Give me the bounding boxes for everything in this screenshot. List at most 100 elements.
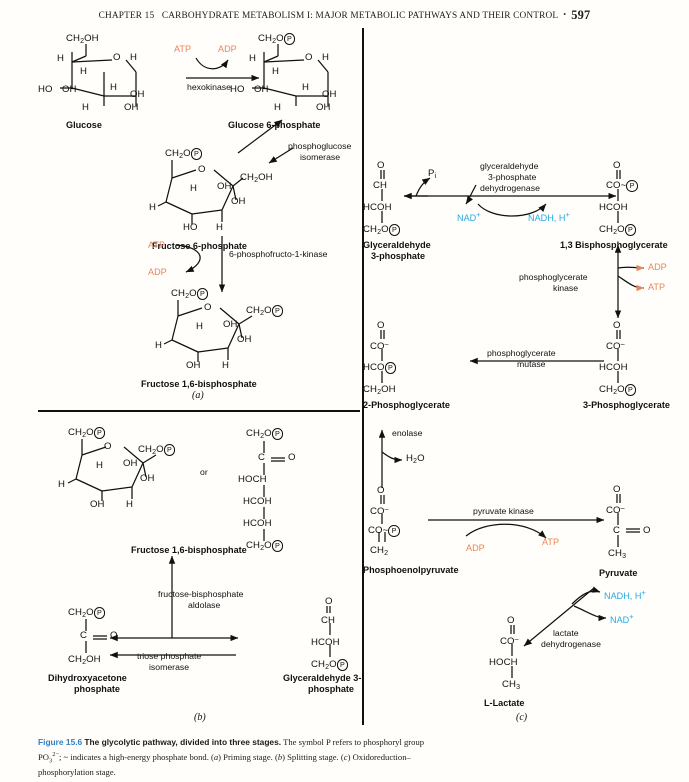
panel-vertical-divider	[362, 28, 364, 725]
lactate-co: CO–	[500, 635, 519, 647]
caption-text-2: ; ~ indicates a high-energy phosphate bo…	[59, 751, 214, 762]
fbp-open-c2-o: O	[288, 452, 296, 463]
panel-c-label: (c)	[516, 712, 528, 723]
aldolase-line1: fructose-bisphosphate	[158, 589, 244, 599]
running-head-title: CARBOHYDRATE METABOLISM I: MAJOR METABOL…	[161, 11, 559, 21]
fbp-a-oh-bottom: OH	[186, 360, 201, 371]
dhap-c2-o: O	[110, 630, 118, 641]
g3p-c-ch: CH	[373, 180, 388, 191]
adp-pfk: ADP	[148, 267, 167, 277]
fructose-1-6-bisphosphate-label-b: Fructose 1,6-bisphosphate	[131, 545, 247, 555]
fbp-open-c4: HCOH	[243, 496, 272, 507]
fbp-b-h-inner-left: H	[96, 460, 104, 471]
g3p-c-label-line2: 3-phosphate	[371, 251, 426, 261]
fbp-b-h-left: H	[58, 479, 66, 490]
fructose-6-phosphate-label: Fructose 6-phosphate	[152, 241, 247, 251]
atp-pk: ATP	[542, 537, 560, 547]
running-head-bullet: •	[563, 10, 567, 19]
glucose-h-bottom: H	[82, 102, 90, 113]
pg3-o: O	[613, 320, 621, 331]
f6p-h-bottom: H	[216, 222, 224, 233]
lactate-ch3: CH3	[502, 679, 521, 691]
gapdh-line3: dehydrogenase	[480, 183, 540, 193]
f6p-oh-right: OH	[231, 196, 246, 207]
glucose-c6: CH2OH	[66, 33, 99, 45]
fbp-a-oh-right: OH	[237, 334, 252, 345]
glucose-oh-inner-left: OH	[62, 84, 77, 95]
g6p-h-topright: H	[322, 52, 330, 63]
caption-text-4: ) Splitting stage.	[282, 751, 339, 762]
fbp-a-h-inner-left: H	[196, 321, 204, 332]
pyruvate-o: O	[613, 484, 621, 495]
pep-label: Phosphoenolpyruvate	[363, 565, 459, 575]
g3p-b-label-line1: Glyceraldehyde 3-	[283, 673, 362, 683]
panel-a-label: (a)	[192, 390, 204, 401]
adp-hexokinase: ADP	[218, 44, 237, 54]
lactate-label: L-Lactate	[484, 698, 525, 708]
aldolase-line2: aldolase	[188, 600, 221, 610]
pep-co-p: CO~P	[368, 525, 400, 537]
g6p-oh-bottom: OH	[316, 102, 331, 113]
dhap-label-line1: Dihydroxyacetone	[48, 673, 127, 683]
fbp-open-c3: HOCH	[238, 474, 267, 485]
bpg-o: O	[613, 160, 621, 171]
g6p-h-bottom: H	[274, 102, 282, 113]
g3p-c-c2: HCOH	[363, 202, 392, 213]
g3p-b-ch: CH	[321, 615, 336, 626]
pep-o: O	[377, 485, 385, 496]
adp-pk: ADP	[466, 543, 485, 553]
fbp-b-ring-o: O	[104, 441, 112, 452]
g6p-ring-o: O	[305, 52, 313, 63]
g3p-c-label-line1: Glyceraldehyde	[363, 240, 431, 250]
caption-sup-1: 2−	[52, 750, 60, 758]
pgk-line2: kinase	[553, 283, 579, 293]
glucose-6-phosphate-label: Glucose 6-phosphate	[228, 120, 321, 130]
ldh-line2: dehydrogenase	[541, 639, 601, 649]
enolase-label: enolase	[392, 428, 423, 438]
g6p-ho-left: HO	[230, 84, 245, 95]
phosphoglucose-isomerase-line1: phosphoglucose	[288, 141, 352, 151]
fbp-a-ring-o: O	[204, 302, 212, 313]
caption-sub-1: 3	[49, 757, 53, 765]
figure-caption: Figure 15.6 The glycolytic pathway, divi…	[38, 737, 438, 778]
atp-pfk: ATP	[148, 240, 166, 250]
gapdh-line1: glyceraldehyde	[480, 161, 539, 171]
bpg-co-p: CO~P	[606, 180, 638, 192]
pyruvate-label: Pyruvate	[599, 568, 638, 578]
running-head-chapter: CHAPTER 15	[98, 11, 155, 21]
glucose-label: Glucose	[66, 120, 102, 130]
caption-panel-b: b	[277, 751, 283, 762]
nadh-gapdh: NADH, H+	[528, 210, 570, 224]
pgm-line2: mutase	[517, 359, 546, 369]
phosphoglucose-isomerase-line2: isomerase	[300, 152, 341, 162]
lactate-o: O	[507, 615, 515, 626]
pg2-label: 2-Phosphoglycerate	[363, 400, 450, 410]
phosphofructokinase-label: 6-phosphofructo-1-kinase	[229, 249, 328, 259]
f6p-h-left: H	[149, 202, 157, 213]
caption-text-6: ) Oxidoreduction–phosphorylation stage.	[38, 751, 411, 777]
g6p-oh-right: OH	[322, 89, 337, 100]
glucose-ho-left: HO	[38, 84, 53, 95]
fbp-a-oh-inner: OH	[223, 319, 238, 330]
g6p-oh-inner-left: OH	[254, 84, 269, 95]
pg3-c2: HCOH	[599, 362, 628, 373]
pgm-line1: phosphoglycerate	[487, 348, 556, 358]
atp-hexokinase: ATP	[174, 44, 192, 54]
f6p-oh-inner: OH	[217, 181, 232, 192]
figure-number: Figure 15.6	[38, 737, 83, 747]
tpi-line1: triose phosphate	[137, 651, 202, 661]
fbp-b-oh-inner: OH	[123, 458, 138, 469]
caption-text-1: The symbol P refers to phosphoryl group …	[38, 737, 425, 762]
pg3-label: 3-Phosphoglycerate	[583, 400, 670, 410]
pyruvate-c2-o: O	[643, 525, 651, 536]
pg2-o: O	[377, 320, 385, 331]
caption-text-5: (	[340, 751, 344, 762]
inorganic-phosphate: Pi	[428, 168, 437, 180]
